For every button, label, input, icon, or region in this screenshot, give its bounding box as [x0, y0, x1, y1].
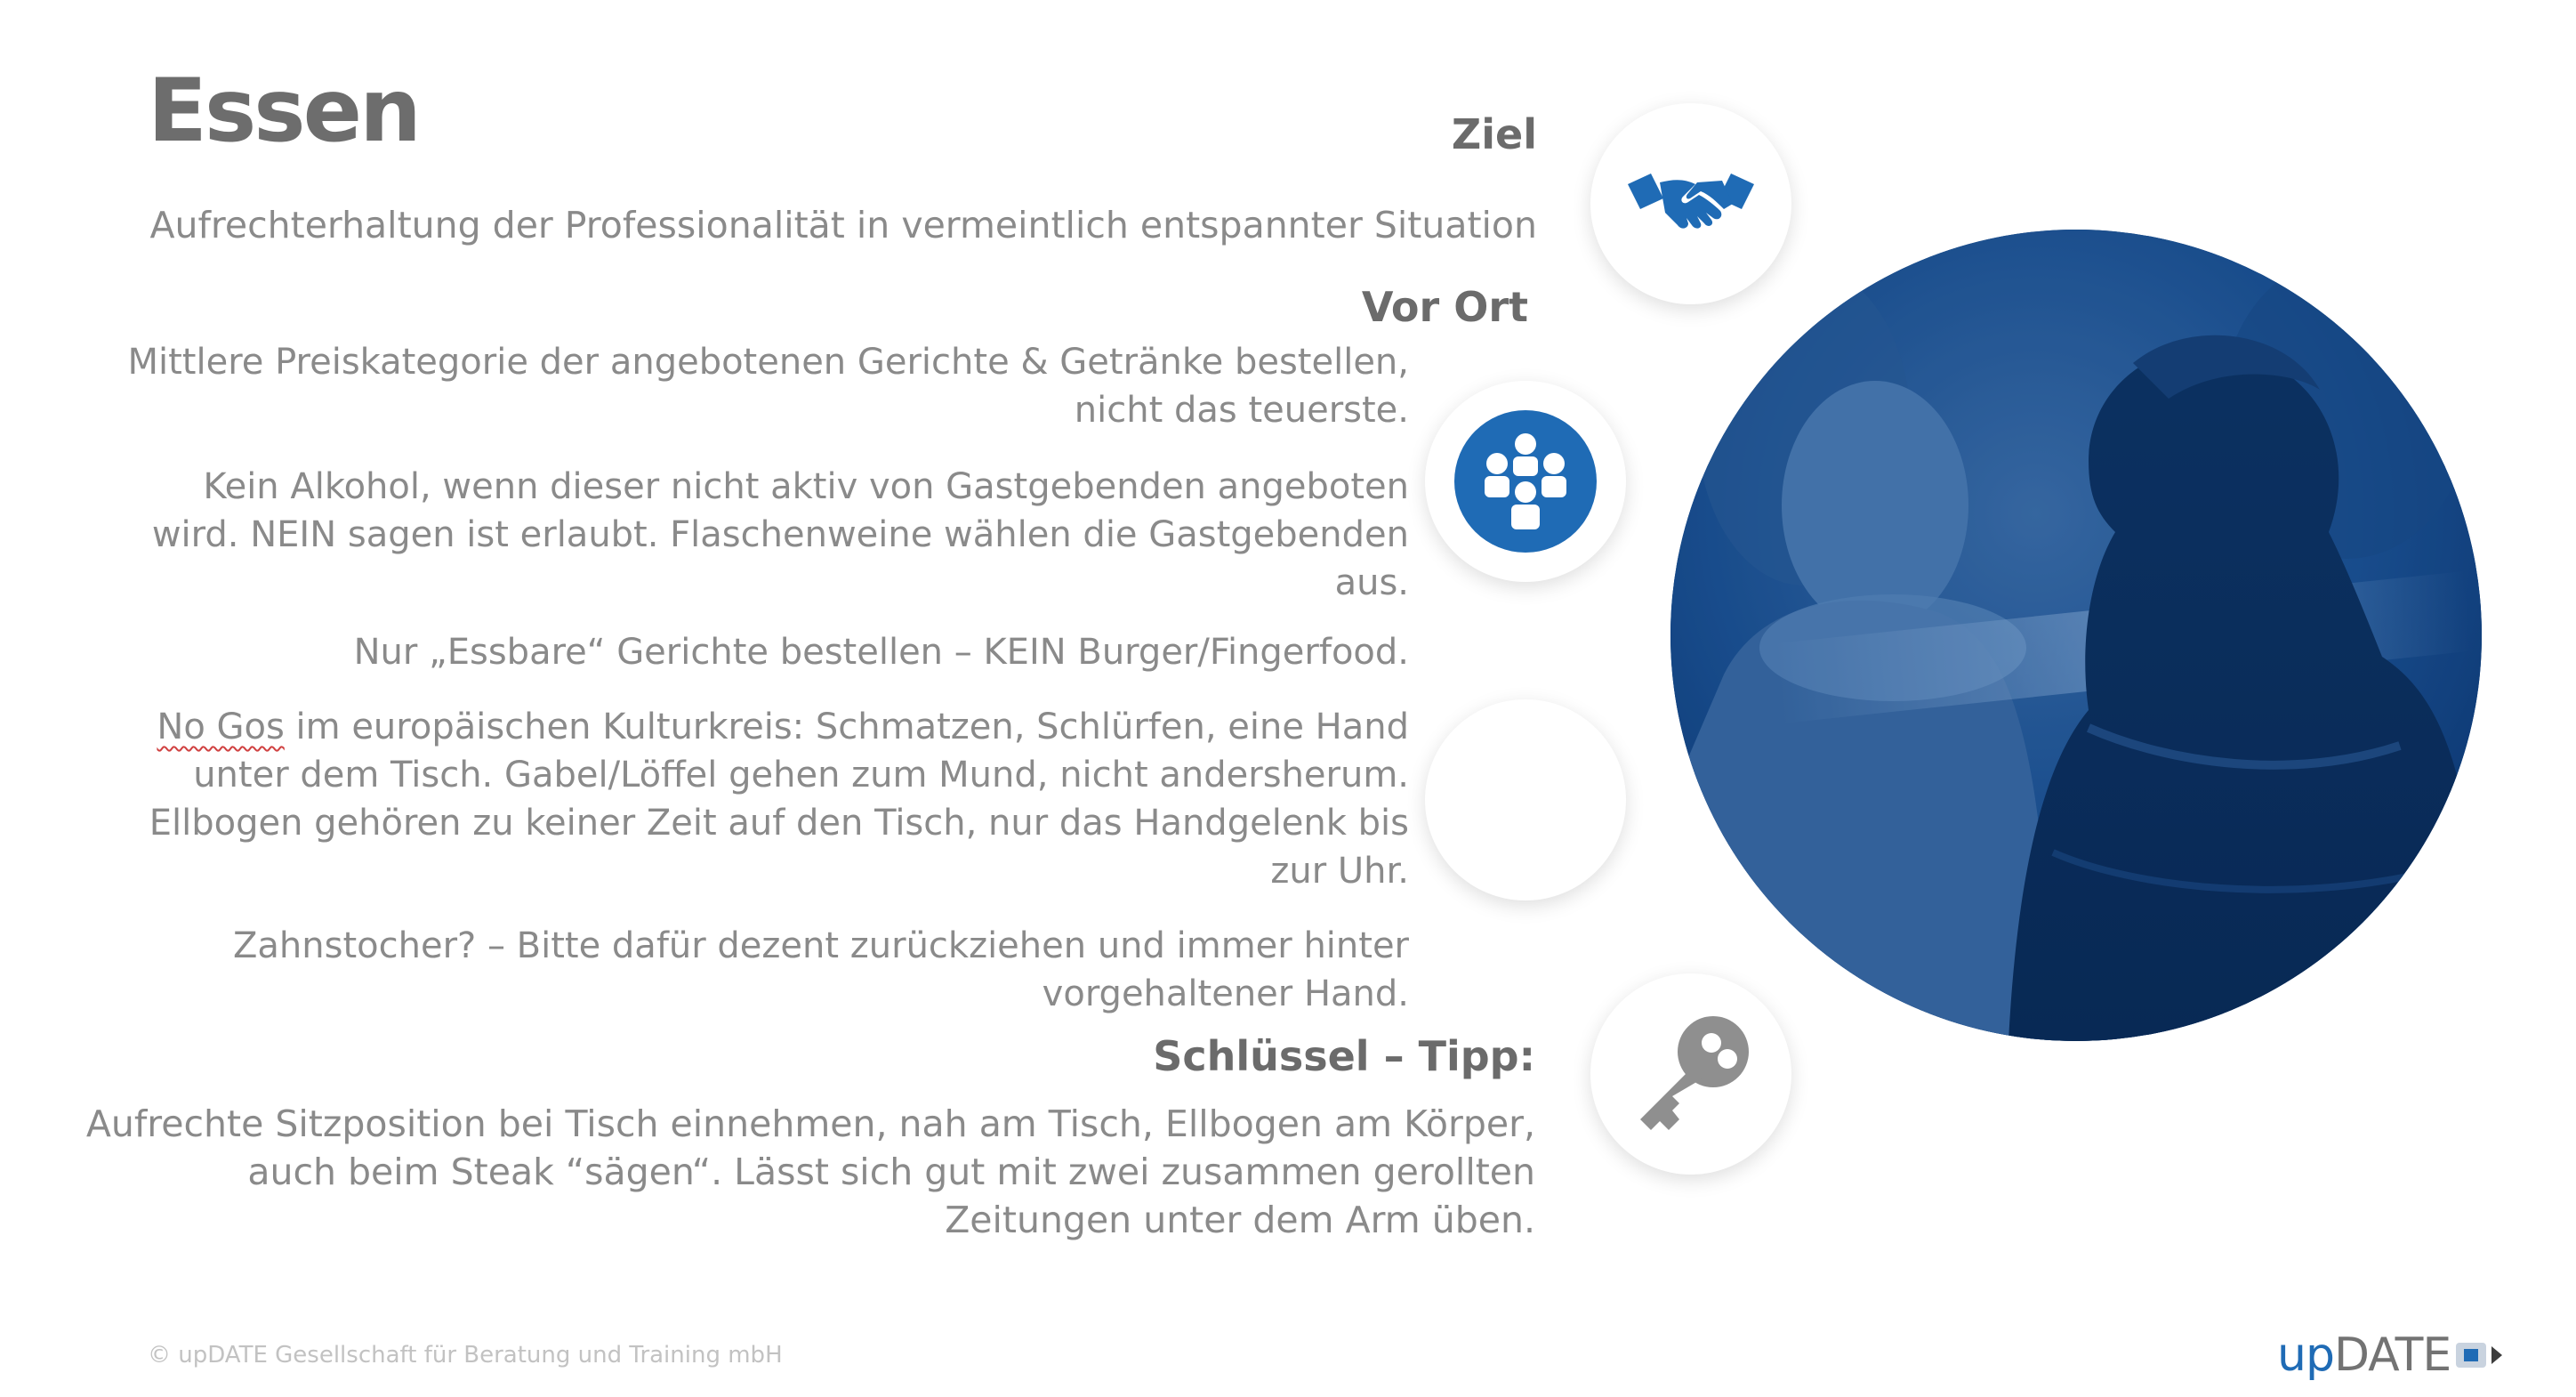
tipp-text: Aufrechte Sitzposition bei Tisch einnehm… — [86, 1100, 1535, 1244]
ziel-heading: Ziel — [1451, 110, 1537, 158]
text-line: Zeitungen unter dem Arm üben. — [945, 1199, 1535, 1241]
group-icon — [1454, 410, 1597, 553]
vor-ort-heading: Vor Ort — [1361, 283, 1528, 331]
vor-ort-item: Nur „Essbare“ Gerichte bestellen – KEIN … — [354, 628, 1409, 676]
text-line: Mittlere Preiskategorie der angebotenen … — [127, 342, 1410, 383]
text-line: auch beim Steak “sägen“. Lässt sich gut … — [247, 1151, 1535, 1193]
empty-icon-circle — [1425, 699, 1626, 900]
text-line: Aufrechte Sitzposition bei Tisch einnehm… — [85, 1102, 1535, 1145]
people-photo — [1670, 230, 2482, 1041]
slide-title: Essen — [148, 61, 422, 162]
text-line: vorgehaltener Hand. — [1042, 973, 1409, 1014]
photo-circle — [1670, 230, 2482, 1041]
vor-ort-item: Zahnstocher? – Bitte dafür dezent zurück… — [233, 922, 1409, 1018]
text-line: No Gos im europäischen Kulturkreis: Schm… — [149, 703, 1409, 751]
vor-ort-item: Mittlere Preiskategorie der angebotenen … — [128, 338, 1410, 434]
logo-arrow-icon — [2456, 1343, 2503, 1368]
logo-up: up — [2277, 1328, 2335, 1382]
text-line: aus. — [1334, 562, 1409, 603]
text-line: Kein Alkohol, wenn dieser nicht aktiv vo… — [203, 466, 1409, 507]
logo-date: DATE — [2333, 1328, 2451, 1382]
text-line: Zahnstocher? – Bitte dafür dezent zurück… — [233, 925, 1409, 966]
spellcheck-word: No Gos — [157, 707, 285, 747]
handshake-icon — [1628, 174, 1754, 229]
vor-ort-item: Kein Alkohol, wenn dieser nicht aktiv vo… — [152, 463, 1409, 607]
text-fragment: im europäischen Kulturkreis: Schmatzen, … — [284, 707, 1409, 747]
key-icon — [1640, 1016, 1749, 1130]
text-line: Nur „Essbare“ Gerichte bestellen – KEIN … — [353, 632, 1409, 673]
text-line: unter dem Tisch. Gabel/Löffel gehen zum … — [193, 755, 1409, 795]
ziel-text: Aufrechterhaltung der Professionalität i… — [149, 204, 1537, 246]
footer-copyright: © upDATE Gesellschaft für Beratung und T… — [148, 1342, 783, 1369]
vor-ort-item: No Gos im europäischen Kulturkreis: Schm… — [149, 703, 1409, 895]
vor-ort-icon-circle — [1425, 381, 1626, 582]
text-line: wird. NEIN sagen ist erlaubt. Flaschenwe… — [151, 514, 1409, 555]
tipp-heading: Schlüssel – Tipp: — [1153, 1032, 1535, 1080]
ziel-icon-circle — [1590, 103, 1791, 304]
text-line: nicht das teuerste. — [1074, 390, 1409, 431]
tipp-icon-circle — [1590, 973, 1791, 1175]
text-line: Ellbogen gehören zu keiner Zeit auf den … — [149, 803, 1409, 844]
text-line: zur Uhr. — [1270, 851, 1409, 892]
